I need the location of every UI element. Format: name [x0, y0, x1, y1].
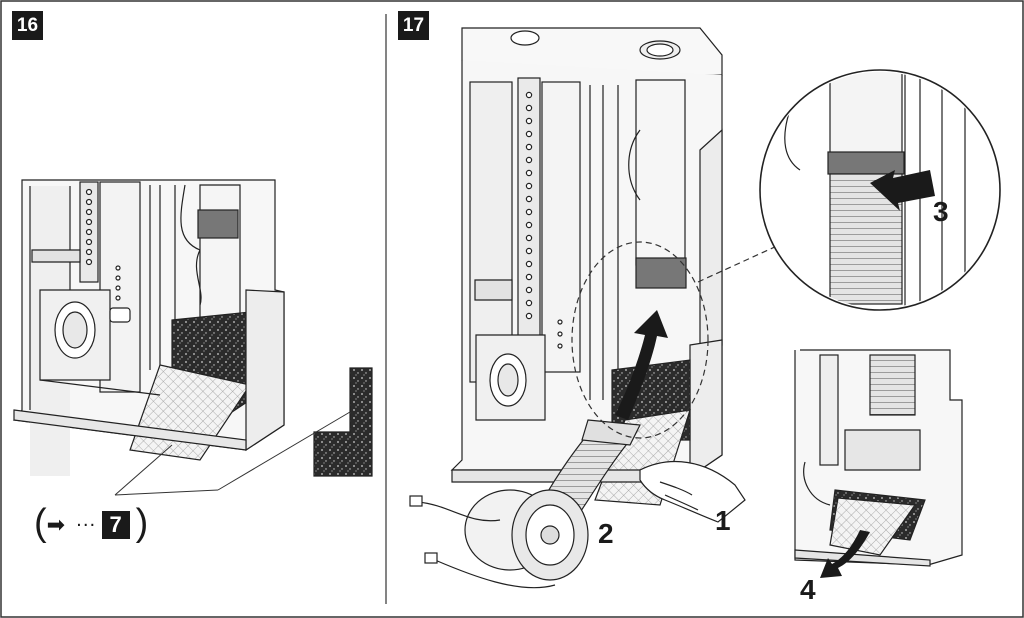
ref-open-paren: (: [34, 502, 47, 544]
cross-reference: (➡ ···7): [34, 502, 148, 545]
ref-target-badge: 7: [101, 510, 130, 539]
step-16-badge: 16: [12, 11, 43, 40]
pull-arrow-icon: [820, 530, 870, 578]
ref-dots: ···: [75, 513, 96, 536]
ref-close-paren: ): [135, 502, 149, 544]
zoom-region: [571, 241, 709, 439]
callout-1: 1: [715, 505, 731, 536]
up-arrow-icon: [615, 310, 668, 420]
panel-16-drawing: [12, 179, 285, 476]
step-17-badge: 17: [398, 11, 429, 40]
push-arrow-icon: [870, 170, 935, 211]
callout-3: 3: [933, 196, 949, 227]
ref-arrow-icon: ➡: [46, 511, 66, 537]
inset-drawing: [793, 349, 963, 570]
leader-lines-16: [114, 411, 351, 496]
callout-2: 2: [598, 518, 614, 549]
callout-4: 4: [800, 574, 816, 605]
foam-piece-detail: [313, 367, 373, 477]
